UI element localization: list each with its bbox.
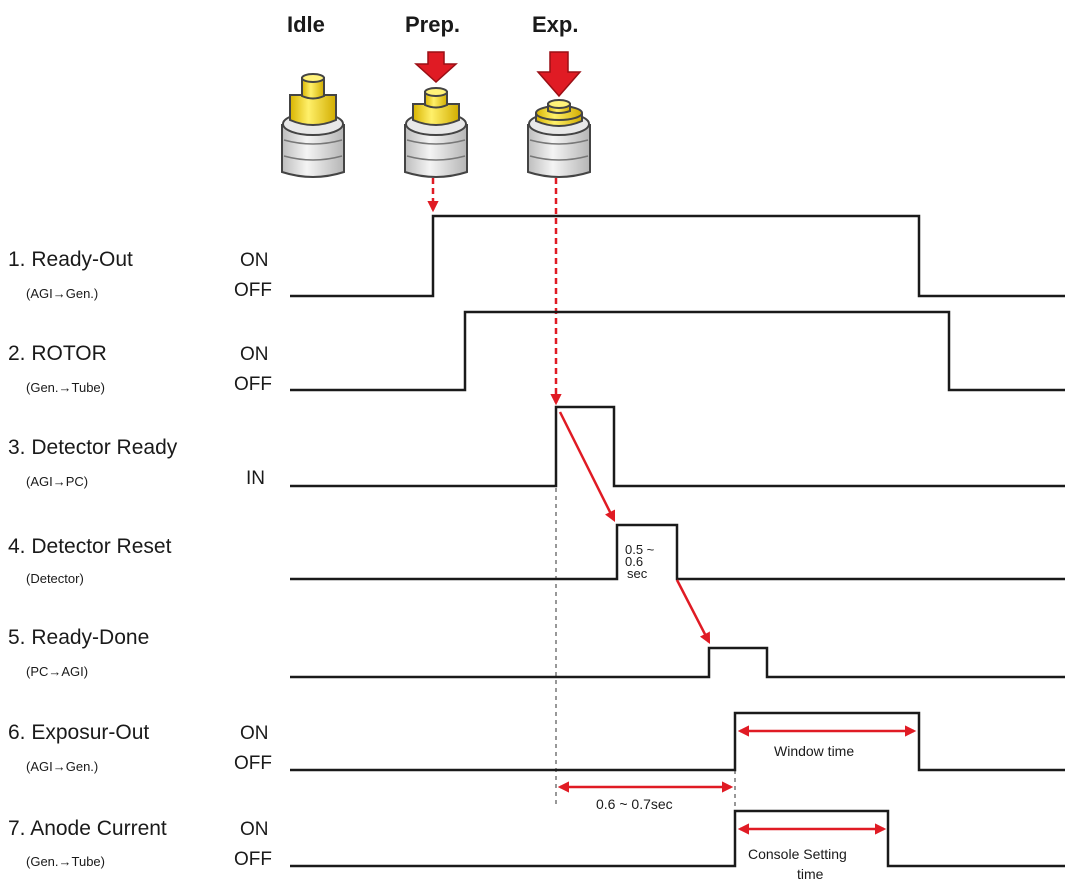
state-in-label: IN [246,468,265,489]
state-on-label: ON [240,819,269,840]
reset-duration-label-1: 0.5 ~ [625,542,655,557]
reset-duration-label-3: sec [627,566,648,581]
arrow-reset-to-done [675,579,711,644]
stage-label-exp: Exp. [532,12,579,37]
signal-direction: (Detector) [26,571,84,586]
signal-direction: (Gen.→Tube) [26,854,105,869]
signal-name: 7. Anode Current [8,817,167,840]
wave-exposure-out [290,711,1065,772]
button-prep-icon [404,87,468,178]
wave-ready-out [290,214,1065,298]
signal-direction: (PC→AGI) [26,664,89,679]
console-setting-label-time: time [797,866,824,882]
delay-label: 0.6 ~ 0.7sec [596,796,673,812]
signal-direction: (AGI→PC) [26,474,89,489]
console-setting-label: Console Setting [748,846,847,862]
wave-detector-reset [290,523,1065,581]
stage-label-idle: Idle [287,12,325,37]
button-idle-icon [281,73,345,178]
signal-name: 2. ROTOR [8,342,107,365]
state-on-label: ON [240,250,269,271]
state-off-label: OFF [234,374,272,395]
stage-label-prep: Prep. [405,12,461,37]
signal-name: 1. Ready-Out [8,248,133,271]
wave-rotor [290,310,1065,392]
signal-name: 6. Exposur-Out [8,721,150,744]
state-off-label: OFF [234,280,272,301]
signal-name: 4. Detector Reset [8,535,172,558]
exp-press-arrow-icon [536,51,582,98]
wave-detector-ready [290,405,1065,488]
signal-name: 3. Detector Ready [8,436,178,459]
wave-anode-current [290,809,1065,868]
signal-direction: (AGI→Gen.) [26,759,99,774]
state-off-label: OFF [234,849,272,870]
signal-direction: (AGI→Gen.) [26,286,99,301]
reset-duration-label-2: 0.6 [625,554,644,569]
button-exp-icon [527,99,591,178]
window-time-label: Window time [774,743,855,759]
wave-ready-done [290,646,1065,679]
prep-press-arrow-icon [414,51,458,84]
signal-direction: (Gen.→Tube) [26,380,105,395]
state-on-label: ON [240,723,269,744]
signal-name: 5. Ready-Done [8,626,150,649]
state-off-label: OFF [234,753,272,774]
arrow-ready-to-reset [558,411,616,523]
state-on-label: ON [240,344,269,365]
